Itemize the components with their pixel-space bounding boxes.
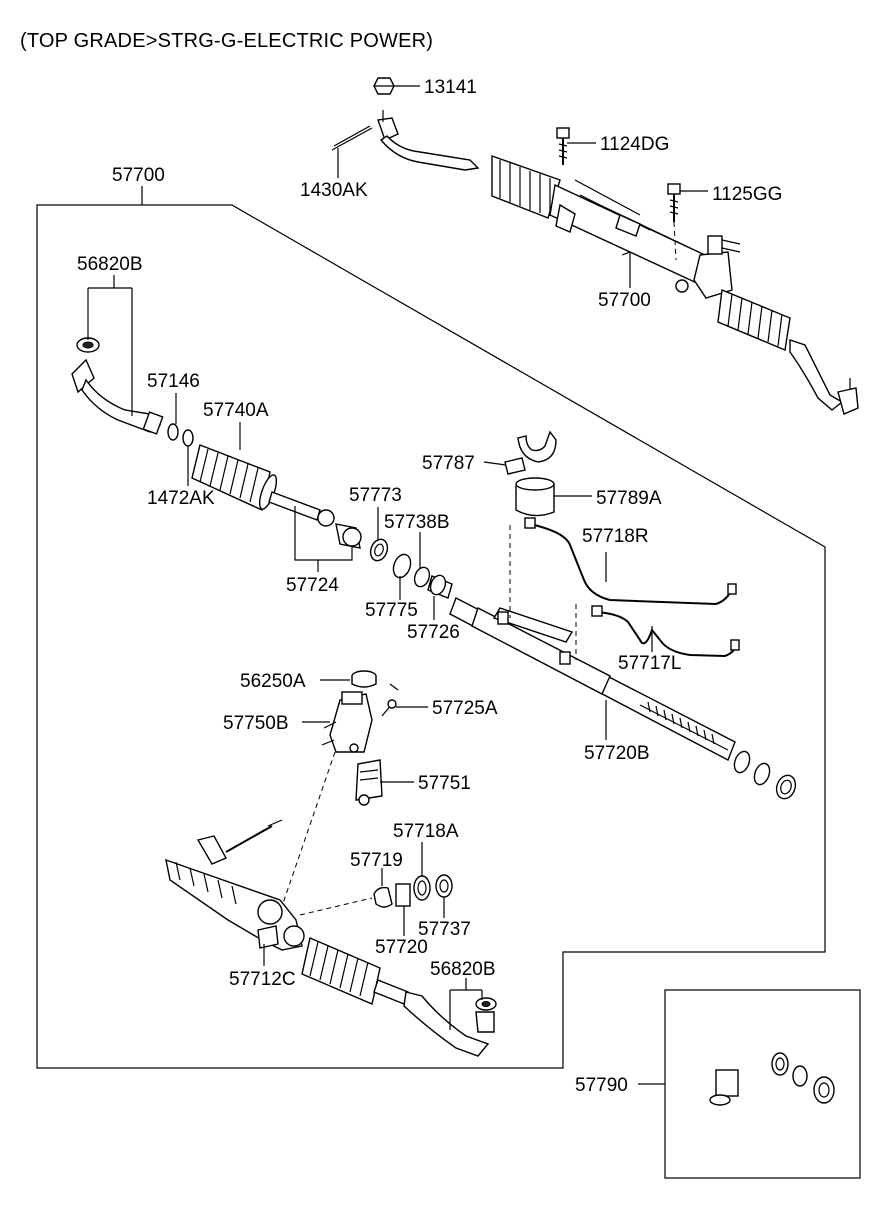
ring-57718A [413,875,431,901]
label-57751: 57751 [418,773,471,794]
bracket-57787 [504,430,557,475]
rack-rings [733,750,797,800]
leader-lines [87,85,708,1085]
label-57700-box: 57700 [112,165,165,186]
callout-labels: 13141 1430AK 1124DG 1125GG 57700 57700 5… [77,77,782,1096]
label-57718R: 57718R [582,526,649,547]
label-13141: 13141 [424,77,477,98]
label-57725A: 57725A [432,698,498,719]
valve-body-57750B [279,691,373,913]
label-57700-top: 57700 [598,290,651,311]
label-57720: 57720 [375,937,428,958]
assembly-frame [36,204,826,1069]
ring-57738B [413,566,431,588]
inner-tie-rod-57724 [268,491,362,549]
bushing-57726 [427,574,453,599]
label-57720B: 57720B [584,743,650,764]
bushing-57789A [515,477,555,517]
label-57737: 57737 [418,919,471,940]
label-57738B: 57738B [384,512,450,533]
pipe-57718R [524,517,737,606]
tie-rod-end-right [403,991,497,1057]
label-57712C: 57712C [229,969,296,990]
label-57724: 57724 [286,575,339,596]
nut-13141 [373,77,395,95]
bolt-1124DG [556,127,570,165]
label-57775: 57775 [365,600,418,621]
pinion-57751 [355,759,383,806]
screw-57725A [381,699,397,717]
label-1430AK: 1430AK [300,180,368,201]
ring-57775 [392,553,412,579]
locknut-57146 [167,423,179,441]
diagram-title: (TOP GRADE>STRG-G-ELECTRIC POWER) [20,30,434,52]
ring-57773 [369,538,389,562]
cap-57737 [435,874,453,898]
label-57719: 57719 [350,850,403,871]
label-57773: 57773 [349,485,402,506]
cap-56250A [351,670,399,691]
rack-bar-57720B [449,525,736,761]
label-57740A: 57740A [203,400,269,421]
spring-57720 [395,883,411,907]
label-57790: 57790 [575,1075,628,1096]
label-56820B-left: 56820B [77,254,143,275]
cotter-pin-1430AK [331,125,373,151]
label-57717L: 57717L [618,653,681,674]
clip-1472AK [182,429,194,447]
label-1124DG: 1124DG [600,134,669,155]
tie-rod-end-left [71,337,164,435]
label-56820B-right: 56820B [430,959,496,980]
label-1125GG: 1125GG [712,184,782,205]
label-57789A: 57789A [596,488,662,509]
pipe-57717L [591,605,740,658]
assembled-rack-illustration [377,110,859,415]
label-1472AK: 1472AK [147,488,215,509]
label-57146: 57146 [147,371,200,392]
bellows-right [301,937,409,1005]
label-57718A: 57718A [393,821,459,842]
label-57726: 57726 [407,622,460,643]
label-56250A: 56250A [240,671,306,692]
label-57750B: 57750B [223,713,289,734]
label-57787: 57787 [422,453,475,474]
housing-57712C [165,819,373,951]
kit-57790-parts [709,1052,835,1106]
yoke-57719 [373,886,393,908]
bolt-1125GG [667,183,681,261]
